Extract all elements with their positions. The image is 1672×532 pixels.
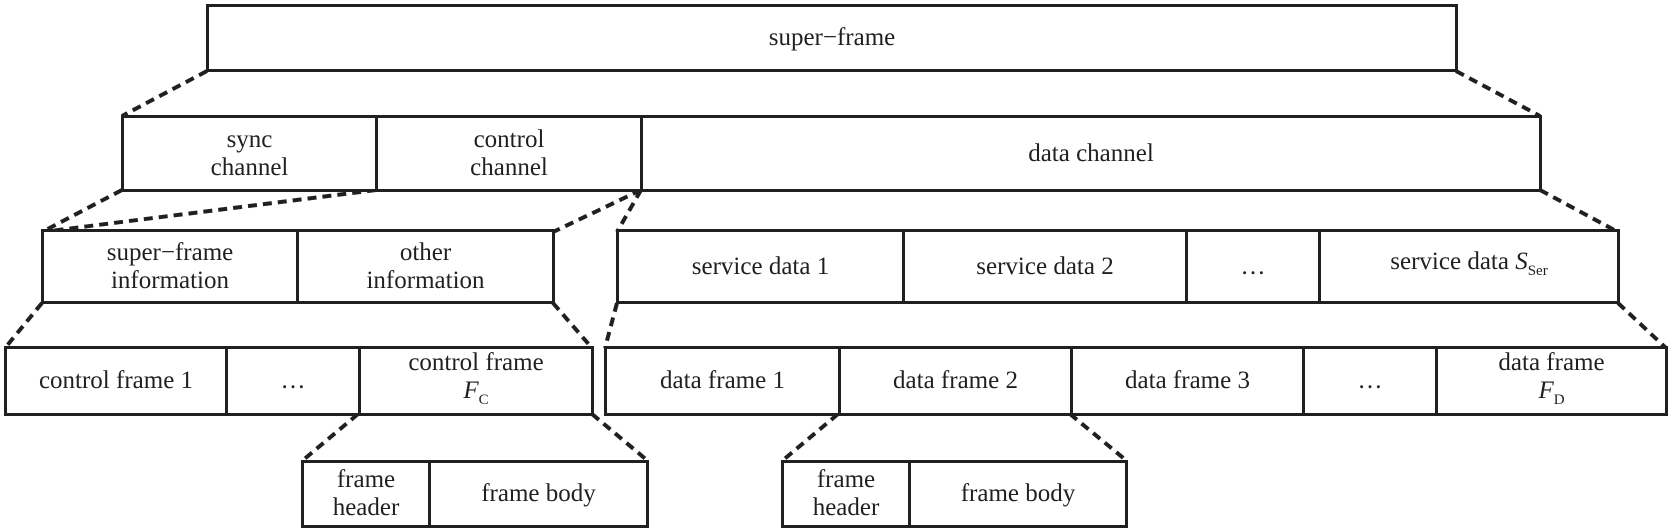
control-frame-n-sub: C — [478, 391, 489, 408]
data-frame-n-text: data frame — [1498, 348, 1605, 376]
data-frame-header-label: frame header — [812, 466, 880, 521]
other-information-label: other information — [366, 238, 485, 294]
sync-channel-label: sync channel — [210, 125, 289, 181]
control-channel-label: control channel — [470, 125, 548, 181]
superframe-information-box: super−frame information — [41, 229, 299, 304]
control-frame-1-label: control frame 1 — [38, 367, 194, 394]
data-frame-3-label: data frame 3 — [1125, 367, 1250, 394]
sync-channel-box: sync channel — [121, 115, 378, 192]
service-data-1-label: service data 1 — [691, 252, 830, 280]
control-frame-n-var: F — [463, 376, 479, 404]
data-channel-label: data channel — [1028, 139, 1154, 167]
data-ellipsis-box: … — [1302, 346, 1438, 416]
data-frame-1-box: data frame 1 — [604, 346, 841, 416]
connector-service-left — [603, 302, 619, 349]
data-channel-box: data channel — [640, 115, 1542, 192]
connector-sync-right — [41, 188, 377, 234]
control-frame-header-label: frame header — [332, 466, 400, 521]
connector-sync-left — [41, 188, 123, 234]
connector-service-right — [1616, 301, 1668, 350]
connector-controlframe-right — [590, 412, 650, 463]
connector-controlframe-left — [300, 412, 360, 463]
control-frame-n-text: control frame — [408, 348, 544, 376]
control-channel-box: control channel — [375, 115, 643, 192]
connector-control-right — [615, 189, 643, 233]
control-ellipsis-label: … — [280, 367, 306, 394]
connector-info-left — [3, 301, 44, 350]
service-data-n-var: S — [1515, 248, 1528, 275]
connector-dataframe-left — [780, 412, 840, 463]
data-frame-n-sub: D — [1553, 391, 1565, 408]
service-data-n-label: service data SSer — [1390, 248, 1547, 285]
control-ellipsis-box: … — [225, 346, 361, 416]
connector-superframe-right — [1455, 69, 1541, 118]
data-frame-header-box: frame header — [781, 460, 911, 528]
service-ellipsis-label: … — [1240, 252, 1266, 280]
data-frame-1-label: data frame 1 — [660, 367, 785, 394]
data-frame-n-var: F — [1538, 376, 1554, 404]
service-data-n-text: service data — [1390, 248, 1516, 275]
data-frame-body-label: frame body — [960, 480, 1076, 507]
control-frame-body-box: frame body — [428, 460, 649, 528]
connector-control-left — [552, 188, 642, 234]
service-data-n-box: service data SSer — [1318, 229, 1620, 304]
control-frame-1-box: control frame 1 — [4, 346, 228, 416]
data-frame-2-box: data frame 2 — [838, 346, 1073, 416]
super-frame-box: super−frame — [206, 4, 1458, 72]
service-data-1-box: service data 1 — [616, 229, 905, 304]
connector-info-right — [551, 301, 594, 350]
other-information-box: other information — [296, 229, 555, 304]
superframe-information-label: super−frame information — [106, 238, 234, 294]
connector-superframe-left — [121, 69, 208, 118]
control-frame-body-label: frame body — [481, 480, 596, 507]
super-frame-label: super−frame — [768, 24, 896, 51]
connector-dataframe-right — [1068, 412, 1129, 463]
data-frame-3-box: data frame 3 — [1070, 346, 1305, 416]
service-data-2-label: service data 2 — [976, 252, 1114, 280]
data-frame-body-box: frame body — [908, 460, 1128, 528]
service-data-2-box: service data 2 — [902, 229, 1188, 304]
connector-data-right — [1539, 188, 1619, 234]
data-ellipsis-label: … — [1357, 367, 1383, 394]
service-data-n-sub: Ser — [1527, 263, 1548, 279]
service-ellipsis-box: … — [1185, 229, 1321, 304]
data-frame-2-label: data frame 2 — [893, 367, 1018, 394]
control-frame-header-box: frame header — [301, 460, 431, 528]
